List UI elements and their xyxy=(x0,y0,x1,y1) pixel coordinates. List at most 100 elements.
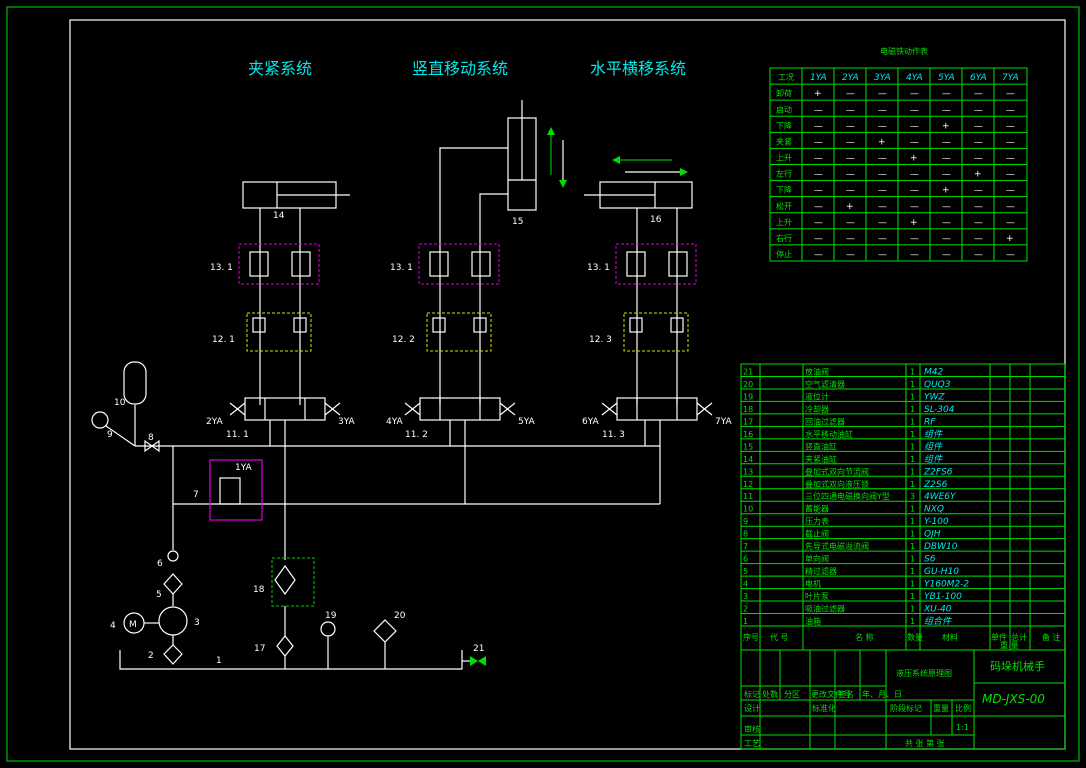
solenoid-row-label: 下降 xyxy=(776,120,792,130)
solenoid-state-cell: — xyxy=(942,105,951,115)
pipes-upper xyxy=(259,147,678,405)
svg-text:5YA: 5YA xyxy=(518,417,536,427)
pressure-gauge-9: 9 xyxy=(91,411,136,447)
solenoid-state-cell: + xyxy=(910,154,918,164)
solenoid-state-cell: — xyxy=(846,89,855,99)
title-block: 标记 处数 分区 更改文件号 签名 年、月、日 设计 标准化 审核 工艺 液压系… xyxy=(740,649,1066,750)
svg-text:19: 19 xyxy=(325,611,337,621)
bom-cell: 1 xyxy=(910,430,915,439)
svg-text:17: 17 xyxy=(254,644,265,654)
bom-cell: 1 xyxy=(910,592,915,601)
solenoid-header-cell: 7YA xyxy=(1002,73,1019,83)
solenoid-state-cell: + xyxy=(942,121,950,131)
solenoid-state-cell: — xyxy=(1006,202,1015,212)
solenoid-header-cell: 4YA xyxy=(906,73,923,83)
svg-text:审核: 审核 xyxy=(744,724,760,734)
svg-text:10: 10 xyxy=(114,398,126,408)
bom-header-remark: 备 注 xyxy=(1042,632,1061,642)
bom-cell: YWZ xyxy=(924,392,945,402)
bom-cell: 竖直油缸 xyxy=(805,441,837,451)
solenoid-state-cell: — xyxy=(878,186,887,196)
drain-valve-21: 21 xyxy=(462,644,486,666)
bom-cell: GU-H10 xyxy=(924,567,959,577)
bom-header-single: 单件 xyxy=(991,632,1007,642)
bom-cell: 13 xyxy=(743,467,753,476)
bom-cell: 1 xyxy=(910,455,915,464)
product-name: 码垛机械手 xyxy=(990,659,1045,673)
hydraulic-lock-12-3: 12. 3 xyxy=(589,312,689,352)
bom-cell: 空气滤清器 xyxy=(805,379,845,389)
solenoid-state-cell: + xyxy=(846,202,854,212)
bom-cell: QJH xyxy=(924,530,941,540)
bom-cell: XU-40 xyxy=(923,605,952,615)
bom-cell: 11 xyxy=(743,492,753,501)
bom-cell: 19 xyxy=(743,392,753,401)
solenoid-state-cell: — xyxy=(878,234,887,244)
solenoid-state-cell: — xyxy=(814,121,823,131)
svg-text:13. 1: 13. 1 xyxy=(210,263,233,273)
bom-cell: 1 xyxy=(910,392,915,401)
bom-cell: 6 xyxy=(743,555,748,564)
solenoid-state-cell: — xyxy=(846,154,855,164)
bom-cell: 夹紧油缸 xyxy=(805,454,837,464)
solenoid-state-cell: — xyxy=(942,218,951,228)
return-filter-17: 17 xyxy=(254,635,294,669)
cylinder-15: 15 xyxy=(507,100,567,227)
solenoid-row-label: 夹紧 xyxy=(776,136,792,146)
solenoid-state-cell: — xyxy=(1006,218,1015,228)
bom-cell: 1 xyxy=(743,617,748,626)
bom-cell: DBW10 xyxy=(924,542,958,552)
bom-cell: 1 xyxy=(910,567,915,576)
bom-header-code: 代 号 xyxy=(770,632,789,642)
bom-cell: 1 xyxy=(910,417,915,426)
svg-text:21: 21 xyxy=(473,644,484,654)
title-vertical-system: 竖直移动系统 xyxy=(412,59,508,78)
bom-cell: 蓄能器 xyxy=(805,504,829,514)
bom-cell: 1 xyxy=(910,442,915,451)
svg-text:比例: 比例 xyxy=(955,703,971,713)
bom-cell: 油箱 xyxy=(805,616,821,626)
solenoid-state-cell: + xyxy=(878,137,886,147)
bom-cell: 组件 xyxy=(924,441,943,452)
air-filter-20: 20 xyxy=(373,611,406,669)
svg-text:14: 14 xyxy=(273,211,285,221)
solenoid-row-label: 下降 xyxy=(776,185,792,195)
bom-header-qty: 数量 xyxy=(907,632,923,642)
throttle-valve-13-1-horizontal: 13. 1 xyxy=(587,243,697,285)
svg-text:11. 1: 11. 1 xyxy=(226,430,249,440)
svg-text:签名: 签名 xyxy=(838,689,854,699)
svg-text:11. 2: 11. 2 xyxy=(405,430,428,440)
bom-cell: 叶片泵 xyxy=(805,591,829,601)
bom-cell: 21 xyxy=(743,367,753,376)
solenoid-state-cell: — xyxy=(846,170,855,180)
svg-text:4: 4 xyxy=(110,621,116,631)
solenoid-state-cell: — xyxy=(942,202,951,212)
solenoid-state-cell: — xyxy=(974,234,983,244)
tank-1: 1 xyxy=(119,650,463,670)
svg-text:6: 6 xyxy=(157,559,163,569)
solenoid-row-label: 右行 xyxy=(776,233,792,243)
bom-cell: 压力表 xyxy=(805,516,829,526)
solenoid-row-label: 上升 xyxy=(776,218,792,227)
svg-text:16: 16 xyxy=(650,215,662,225)
solenoid-state-cell: — xyxy=(974,218,983,228)
solenoid-state-cell: — xyxy=(974,154,983,164)
solenoid-row-label: 启动 xyxy=(776,104,792,114)
bom-cell: 1 xyxy=(910,480,915,489)
solenoid-state-cell: — xyxy=(910,250,919,260)
bom-cell: SL-304 xyxy=(924,405,955,415)
solenoid-state-cell: — xyxy=(814,250,823,260)
solenoid-row-label: 卸荷 xyxy=(776,88,792,98)
svg-text:工艺: 工艺 xyxy=(744,739,760,748)
bom-cell: M42 xyxy=(924,367,943,377)
bom-header-material: 材料 xyxy=(942,632,958,642)
bom-header-weight: 重 量 xyxy=(1000,640,1019,650)
solenoid-state-cell: — xyxy=(878,89,887,99)
stop-valve-8: 8 xyxy=(144,433,160,453)
solenoid-state-cell: — xyxy=(1006,170,1015,180)
main-pipes xyxy=(134,405,661,636)
solenoid-table-title: 电磁铁动作表 xyxy=(880,46,928,56)
solenoid-state-cell: — xyxy=(942,170,951,180)
solenoid-state-cell: — xyxy=(1006,105,1015,115)
